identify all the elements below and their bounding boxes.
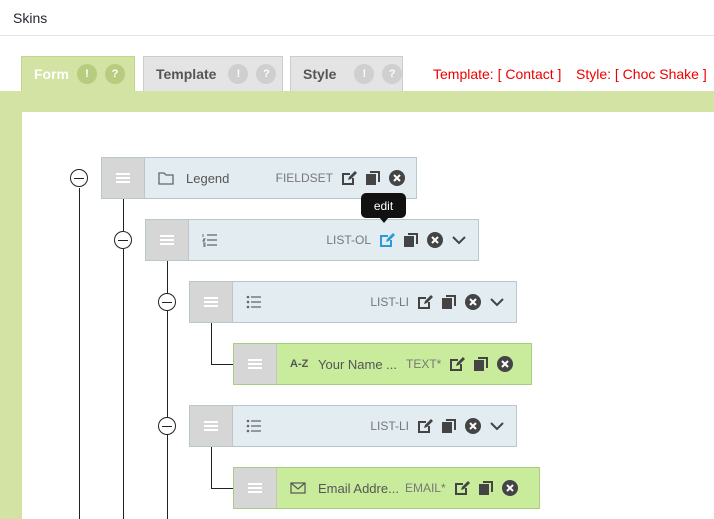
tree-line	[211, 488, 233, 489]
collapse-toggle[interactable]	[114, 231, 132, 249]
help-icon[interactable]: ?	[382, 64, 402, 84]
info-icon[interactable]: !	[354, 64, 375, 84]
tab-form-label: Form	[34, 66, 69, 82]
collapse-toggle[interactable]	[158, 293, 176, 311]
delete-icon[interactable]	[389, 170, 405, 186]
help-icon[interactable]: ?	[105, 64, 125, 84]
chevron-down-icon[interactable]	[489, 418, 505, 434]
delete-icon[interactable]	[465, 294, 481, 310]
chevron-down-icon[interactable]	[451, 232, 467, 248]
tab-template[interactable]: Template ! ?	[143, 56, 283, 91]
tree-node-fieldset: Legend FIELDSET	[101, 157, 417, 199]
drag-handle[interactable]	[102, 158, 145, 198]
edit-icon[interactable]	[379, 232, 395, 248]
template-status-link[interactable]: Template: [ Contact ]	[433, 66, 562, 82]
collapse-toggle[interactable]	[158, 417, 176, 435]
node-type-tag: LIST-LI	[370, 295, 409, 309]
copy-icon[interactable]	[365, 170, 381, 186]
node-type-tag: FIELDSET	[275, 171, 333, 185]
drag-handle[interactable]	[190, 406, 233, 446]
node-label: Your Name ...	[318, 356, 398, 372]
node-type-tag: LIST-OL	[326, 233, 371, 247]
tree-line	[167, 260, 168, 519]
delete-icon[interactable]	[427, 232, 443, 248]
collapse-toggle[interactable]	[70, 169, 88, 187]
chevron-down-icon[interactable]	[489, 294, 505, 310]
tree-line	[79, 188, 80, 519]
info-icon[interactable]: !	[77, 64, 97, 84]
tree-node-text-field: A-Z Your Name ... TEXT*	[233, 343, 532, 385]
copy-icon[interactable]	[403, 232, 419, 248]
tab-form[interactable]: Form ! ?	[21, 56, 135, 91]
tab-style[interactable]: Style ! ?	[290, 56, 403, 91]
tree-line	[211, 364, 233, 365]
help-icon[interactable]: ?	[256, 64, 277, 84]
edit-icon[interactable]	[341, 170, 357, 186]
unordered-list-icon	[246, 295, 262, 309]
tab-style-label: Style	[303, 66, 337, 82]
style-status-link[interactable]: Style: [ Choc Shake ]	[576, 66, 707, 82]
envelope-icon	[290, 482, 306, 494]
node-type-tag: EMAIL*	[404, 481, 446, 495]
edit-icon[interactable]	[449, 356, 466, 372]
drag-handle[interactable]	[234, 344, 277, 384]
tab-template-label: Template	[156, 66, 217, 82]
copy-icon[interactable]	[478, 480, 494, 496]
copy-icon[interactable]	[441, 294, 457, 310]
edit-icon[interactable]	[417, 294, 433, 310]
folder-icon	[158, 171, 174, 185]
node-label: Email Addre...	[318, 480, 399, 496]
drag-handle[interactable]	[190, 282, 233, 322]
edit-icon[interactable]	[417, 418, 433, 434]
delete-icon[interactable]	[501, 480, 518, 496]
node-type-tag: TEXT*	[406, 357, 442, 371]
header-divider	[0, 35, 714, 36]
drag-handle[interactable]	[234, 468, 277, 508]
tree-line	[211, 446, 212, 488]
edit-icon[interactable]	[454, 480, 470, 496]
tree-line	[211, 322, 212, 364]
edit-tooltip: edit	[361, 193, 406, 223]
copy-icon[interactable]	[473, 356, 489, 372]
delete-icon[interactable]	[465, 418, 481, 434]
tree-line	[123, 198, 124, 519]
tree-node-list-ol: LIST-OL	[145, 219, 479, 261]
page-title: Skins	[13, 10, 48, 26]
tree-node-list-li: LIST-LI	[189, 281, 517, 323]
node-label: Legend	[186, 170, 230, 186]
az-icon: A-Z	[290, 358, 309, 370]
tree-node-email-field: Email Addre... EMAIL*	[233, 467, 540, 509]
copy-icon[interactable]	[441, 418, 457, 434]
delete-icon[interactable]	[497, 356, 514, 372]
tree-node-list-li: LIST-LI	[189, 405, 517, 447]
info-icon[interactable]: !	[228, 64, 249, 84]
node-type-tag: LIST-LI	[370, 419, 409, 433]
ordered-list-icon	[202, 233, 218, 247]
drag-handle[interactable]	[146, 220, 189, 260]
unordered-list-icon	[246, 419, 262, 433]
